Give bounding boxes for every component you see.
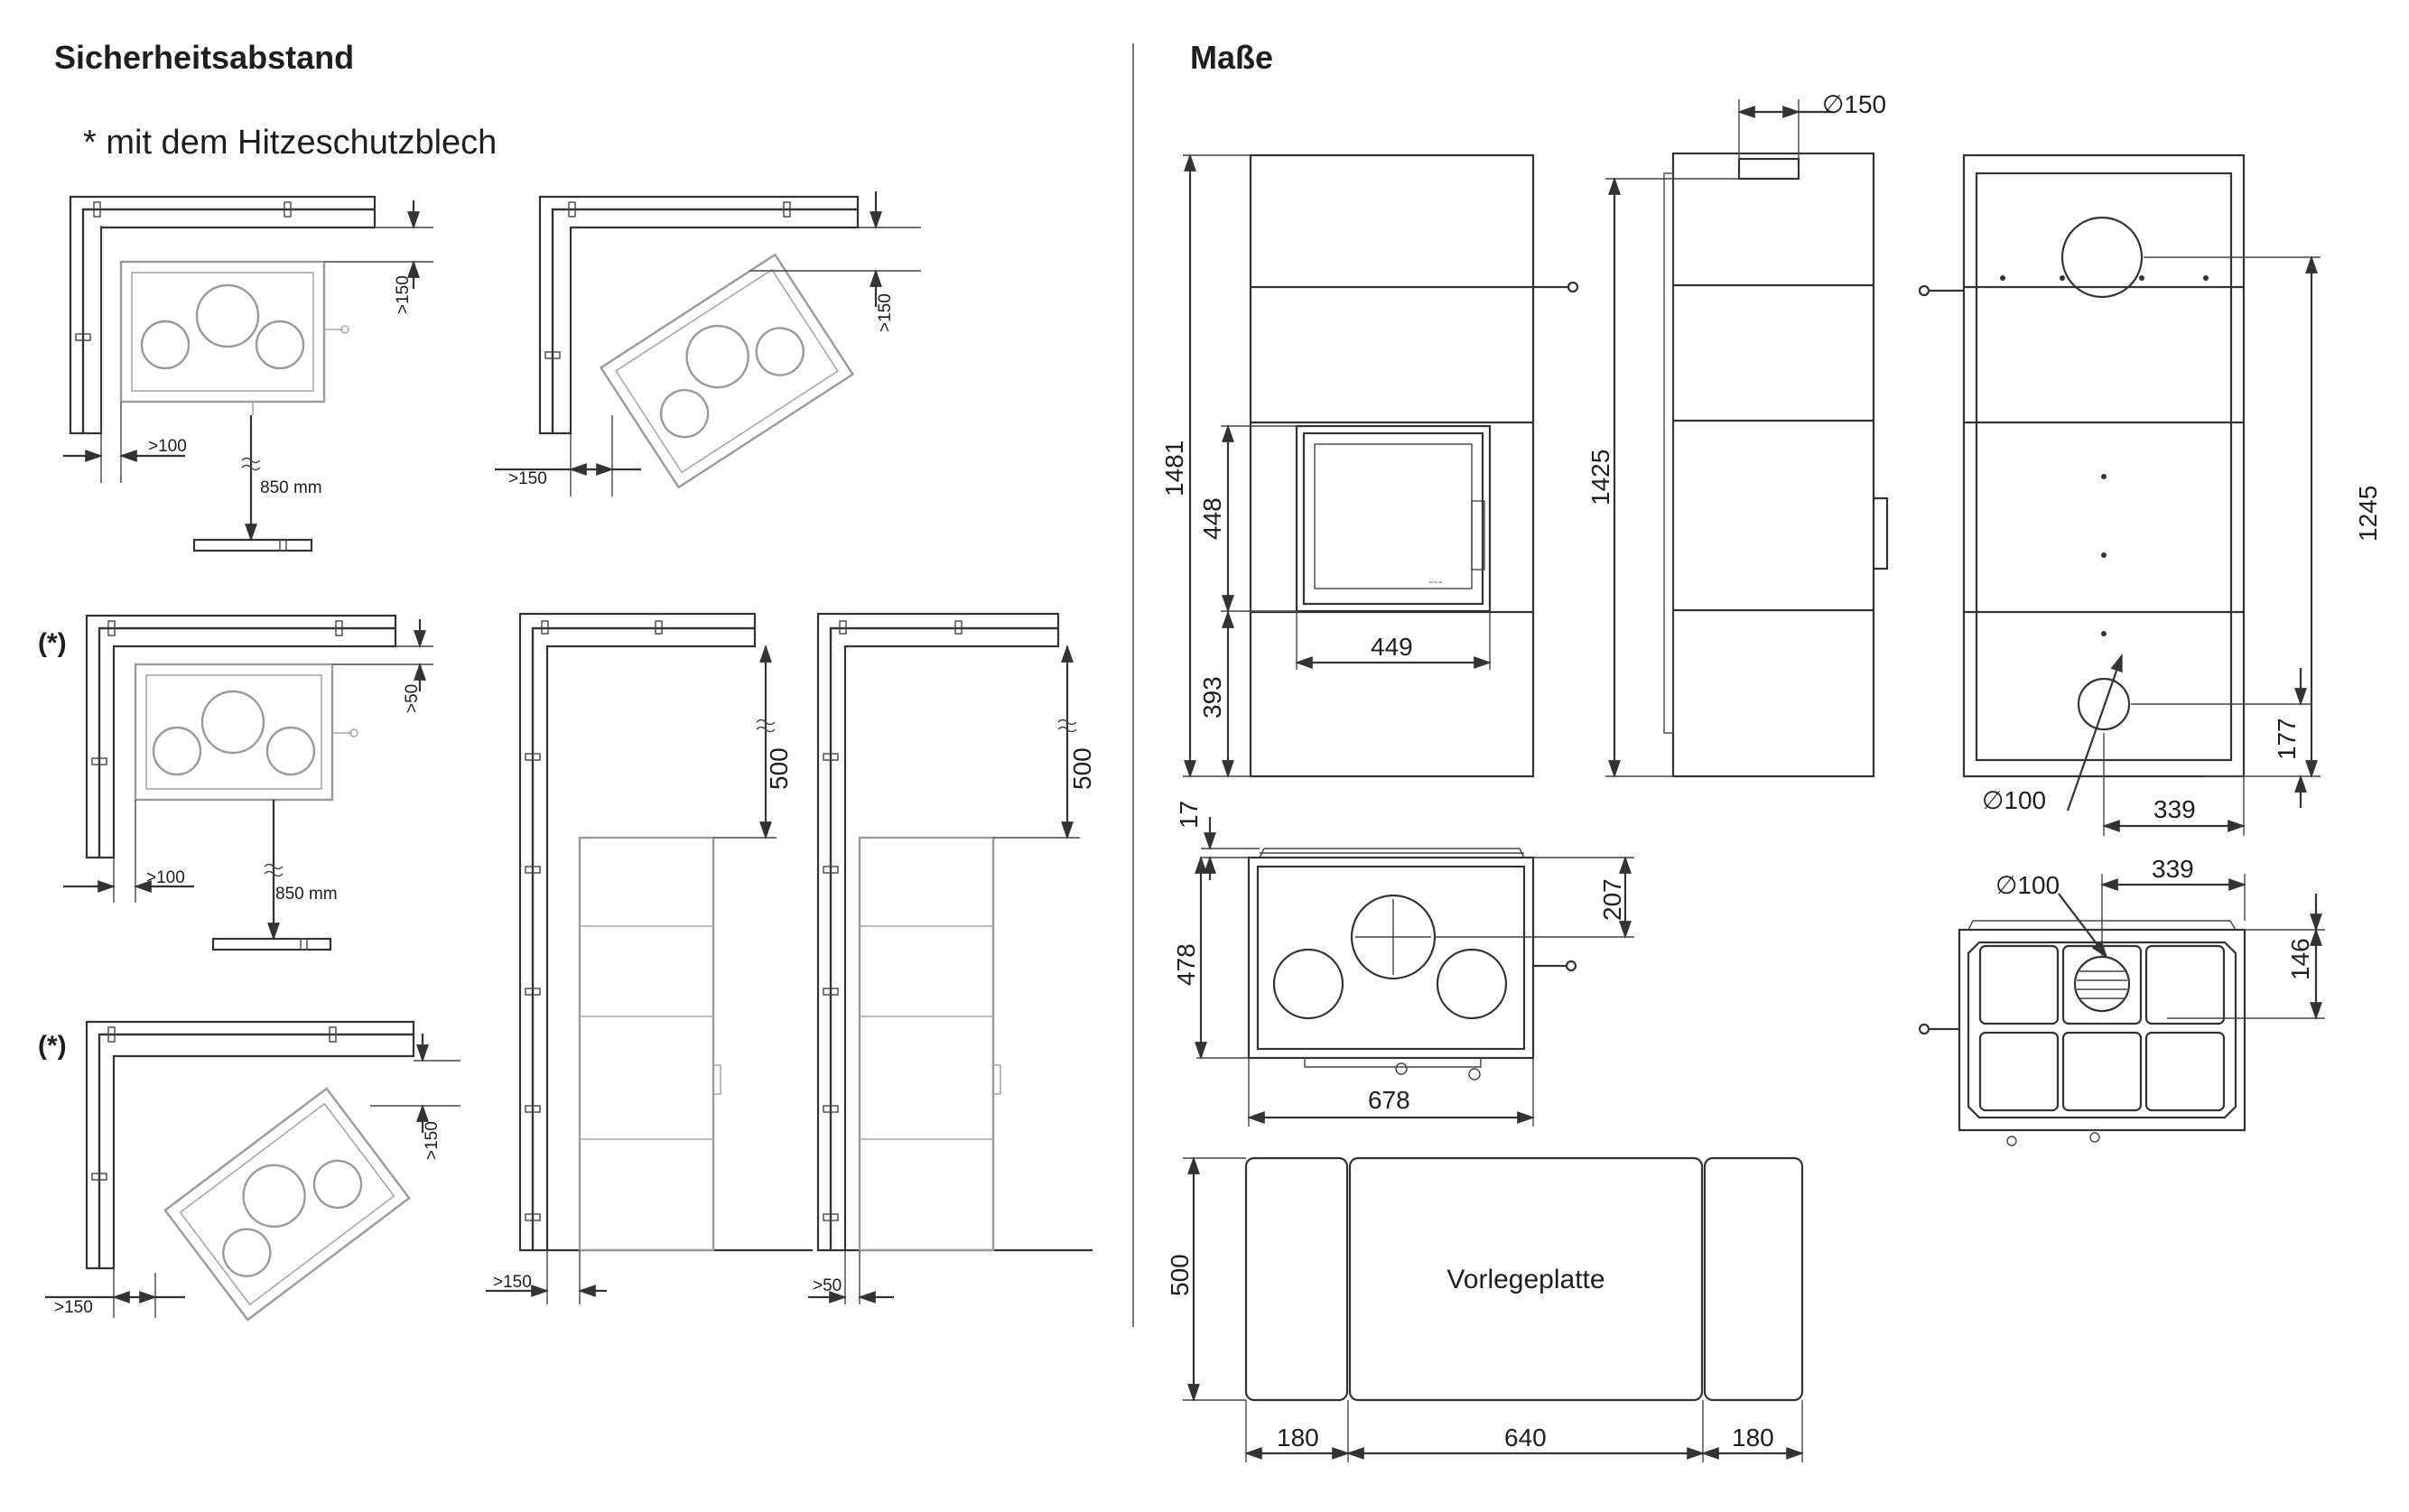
side-distance-label: >50 bbox=[813, 1276, 842, 1295]
side-distance-label: >150 bbox=[508, 469, 547, 488]
flue-diameter-label: ∅150 bbox=[1822, 90, 1886, 118]
back-distance-label: >150 bbox=[423, 1121, 442, 1160]
top-width-label: 678 bbox=[1368, 1086, 1410, 1114]
air-inlet-height-label: 177 bbox=[2273, 718, 2301, 760]
bottom-offset-label: 339 bbox=[2152, 855, 2194, 883]
stove-side-view: ∅150 1425 bbox=[1586, 90, 1889, 778]
door-width-label: 449 bbox=[1371, 633, 1413, 661]
safety-diagram-wall-5: 500 >150 bbox=[486, 612, 813, 1304]
side-height-label: 1425 bbox=[1586, 450, 1614, 506]
safety-diagram-corner-4: >150 >150 bbox=[45, 1020, 460, 1322]
base-height-label: 393 bbox=[1198, 676, 1226, 719]
back-distance-label: >150 bbox=[876, 293, 895, 332]
safety-diagram-wall-6: 500 >50 bbox=[808, 612, 1096, 1304]
floor-plate-center-width-label: 640 bbox=[1504, 1424, 1547, 1452]
stove-front-view: ~~~ 1481 448 393 449 bbox=[1160, 153, 1579, 778]
top-flue-depth-label: 207 bbox=[1598, 878, 1626, 921]
door-height-label: 448 bbox=[1198, 497, 1226, 540]
top-depth-label: 478 bbox=[1172, 943, 1200, 986]
top-distance-label: 500 bbox=[1068, 747, 1096, 790]
floor-plate-depth-label: 500 bbox=[1166, 1254, 1194, 1296]
floor-plate-left-width-label: 180 bbox=[1277, 1424, 1319, 1452]
front-distance-label: 850 mm bbox=[275, 885, 338, 904]
side-distance-label: >150 bbox=[493, 1273, 532, 1292]
stove-back-view: 1245 177 339 ∅100 bbox=[1918, 153, 2382, 836]
air-inlet-offset-label: 339 bbox=[2153, 795, 2196, 823]
front-distance-label: 850 mm bbox=[260, 478, 322, 497]
heat-shield-marker: (*) bbox=[38, 1031, 67, 1061]
stove-bottom-view: 339 ∅100 146 bbox=[1918, 855, 2325, 1146]
side-distance-label: >100 bbox=[146, 868, 185, 887]
front-height-label: 1481 bbox=[1160, 441, 1188, 496]
heat-shield-marker: (*) bbox=[38, 628, 67, 658]
safety-diagram-corner-2: >150 >150 bbox=[495, 191, 921, 496]
floor-plate-label: Vorlegeplatte bbox=[1446, 1265, 1604, 1294]
stove-top-view: 17 478 207 678 bbox=[1172, 801, 1634, 1127]
floor-plate-drawing: Vorlegeplatte 500 180 640 180 bbox=[1166, 1156, 1804, 1462]
bottom-diameter-label: ∅100 bbox=[1995, 871, 2060, 899]
air-inlet-diameter-label: ∅100 bbox=[1982, 786, 2046, 814]
heat-shield-note: * mit dem Hitzeschutzblech bbox=[83, 124, 497, 162]
top-distance-label: 500 bbox=[765, 747, 793, 790]
dimensions-heading: Maße bbox=[1190, 39, 1273, 76]
back-height-label: 1245 bbox=[2354, 486, 2382, 542]
side-distance-label: >150 bbox=[54, 1298, 93, 1317]
back-distance-label: >150 bbox=[394, 275, 413, 314]
top-offset-label: 17 bbox=[1175, 801, 1203, 829]
side-distance-label: >100 bbox=[148, 437, 187, 456]
safety-distance-heading: Sicherheitsabstand bbox=[54, 39, 354, 76]
safety-diagram-corner-3: >50 >100 850 mm bbox=[63, 614, 433, 951]
brand-logo: ~~~ bbox=[1428, 578, 1443, 587]
safety-diagram-corner-1: >100 >150 850 mm bbox=[63, 195, 433, 552]
back-distance-label: >50 bbox=[403, 684, 422, 713]
floor-plate-right-width-label: 180 bbox=[1732, 1424, 1774, 1452]
bottom-depth-label: 146 bbox=[2286, 938, 2314, 980]
